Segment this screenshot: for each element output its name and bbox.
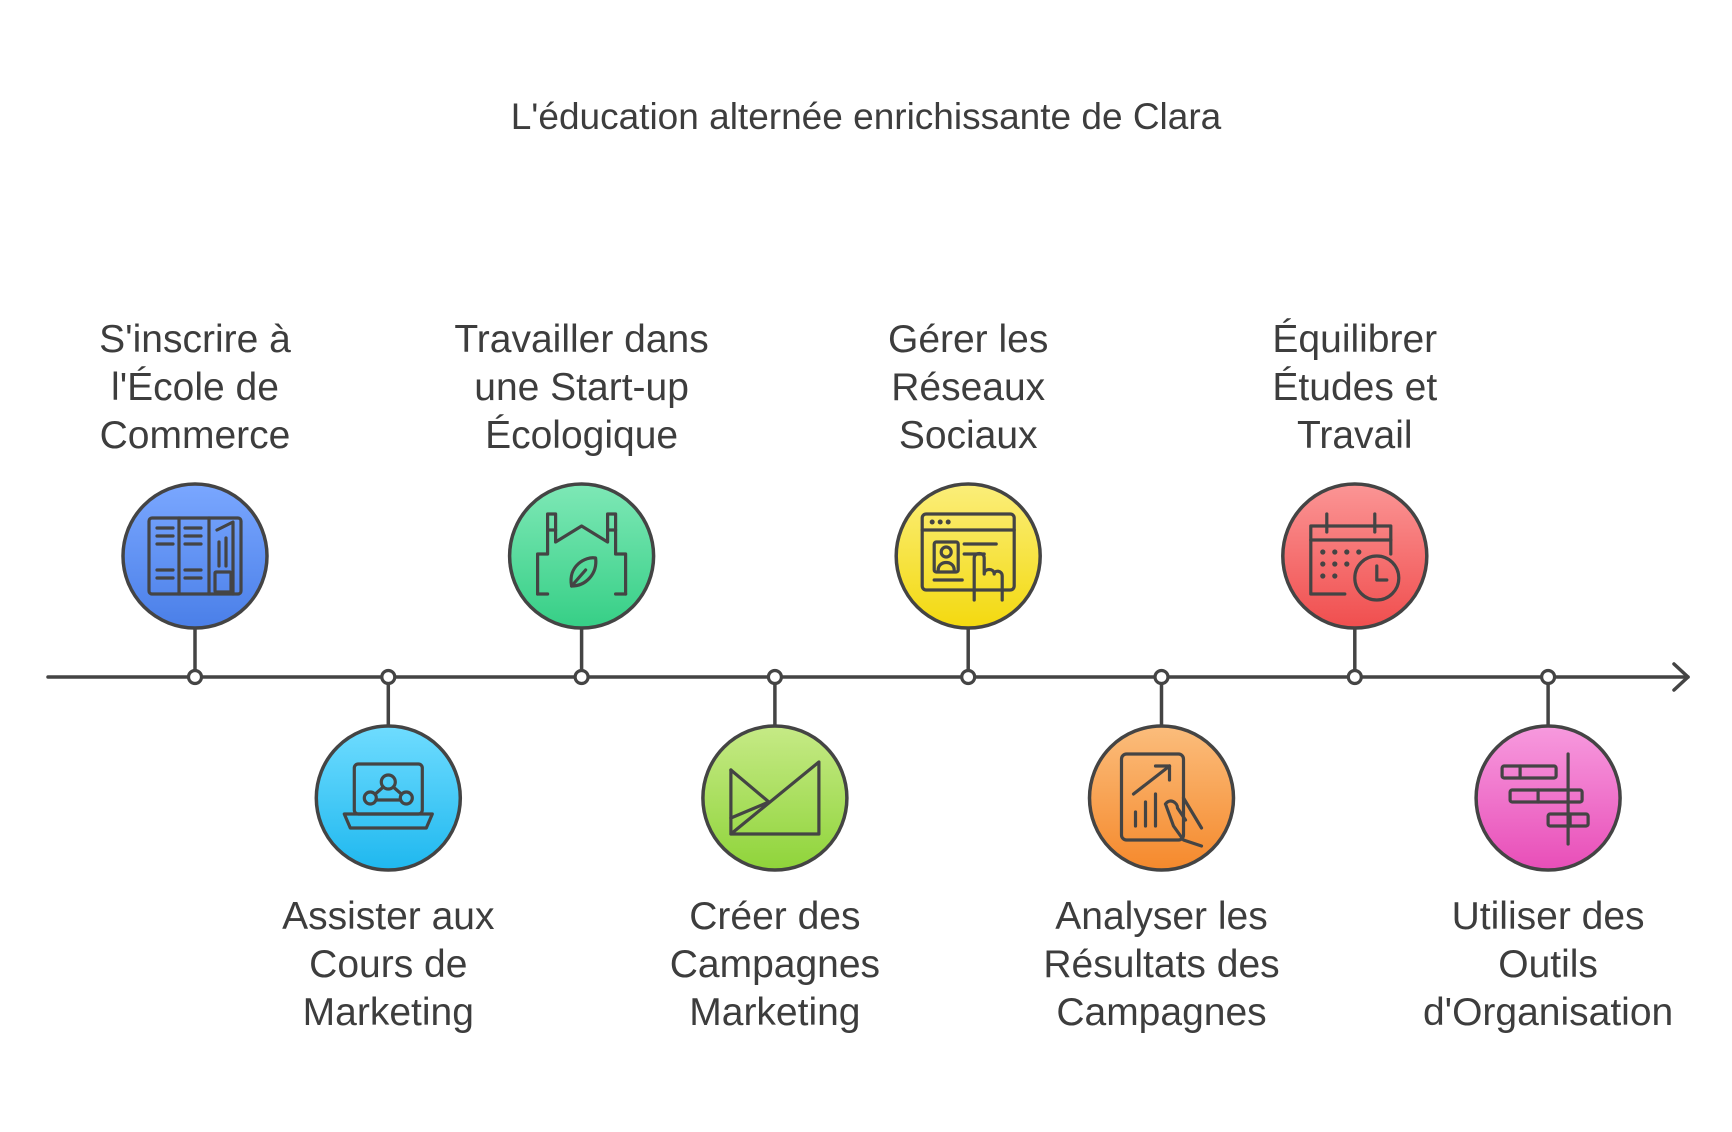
step-label-line: d'Organisation	[1422, 991, 1674, 1034]
eco-factory-icon	[535, 512, 628, 596]
step-label-line: Analyser les	[1055, 895, 1268, 938]
timeline-node	[1539, 668, 1557, 686]
steps-layer	[121, 482, 1622, 872]
timeline-node	[380, 668, 397, 686]
step-label-line: Marketing	[302, 991, 474, 1034]
step-label-line: Résultats des	[1043, 943, 1280, 986]
campaign-play-icon	[729, 760, 821, 836]
timeline-step	[314, 668, 463, 872]
step-label-line: Commerce	[99, 414, 291, 457]
step-label-line: S'inscrire à	[99, 318, 291, 361]
timeline-node	[1346, 668, 1363, 686]
step-circle	[1087, 724, 1236, 872]
timeline-node	[1153, 668, 1170, 686]
timeline-arrow-head	[1672, 662, 1690, 692]
step-label-line: Créer des	[689, 895, 861, 938]
timeline-step	[1474, 668, 1622, 872]
step-circle	[1474, 724, 1622, 872]
step-label-line: Utiliser des	[1451, 895, 1645, 938]
online-class-laptop-icon	[342, 762, 434, 830]
diagram-title: L'éducation alternée enrichissante de Cl…	[510, 96, 1222, 137]
step-label-line: Travail	[1297, 414, 1413, 457]
step-circle	[1281, 482, 1429, 630]
calendar-clock-icon	[1309, 512, 1401, 602]
step-circle	[314, 724, 463, 872]
timeline-node	[573, 668, 590, 686]
timeline-step	[894, 482, 1042, 686]
step-label-line: Études et	[1272, 366, 1438, 409]
step-label-line: Équilibrer	[1272, 318, 1438, 361]
timeline-step	[121, 482, 269, 686]
timeline-step	[701, 668, 849, 872]
analytics-tablet-icon	[1119, 752, 1204, 848]
step-label-line: Gérer les	[887, 318, 1049, 361]
step-label-line: Assister aux	[282, 895, 495, 938]
step-label-line: Cours de	[309, 943, 468, 986]
step-label-line: Réseaux	[891, 366, 1046, 409]
timeline-node	[960, 668, 977, 686]
step-label-line: Travailler dans	[454, 318, 709, 361]
step-circle	[894, 482, 1042, 630]
step-circle	[121, 482, 269, 630]
timeline-step	[507, 482, 656, 686]
timeline-step	[1281, 482, 1429, 686]
step-label-line: Sociaux	[898, 414, 1038, 457]
timeline-node	[186, 668, 204, 686]
step-label-line: Outils	[1498, 943, 1598, 986]
gantt-chart-icon	[1500, 752, 1590, 846]
step-label-line: Campagnes	[669, 943, 881, 986]
step-circle	[507, 482, 656, 630]
step-label-line: une Start-up	[474, 366, 689, 409]
step-label-line: l'École de	[111, 366, 279, 409]
step-label-line: Campagnes	[1056, 991, 1267, 1034]
timeline-node	[766, 668, 784, 686]
school-building-icon	[147, 516, 243, 596]
step-label-line: Marketing	[689, 991, 861, 1034]
timeline-step	[1087, 668, 1236, 872]
step-label: S'inscrire à l'École de Commerce	[30, 316, 360, 460]
step-label-line: Écologique	[485, 414, 679, 457]
social-profile-touch-icon	[920, 512, 1016, 602]
